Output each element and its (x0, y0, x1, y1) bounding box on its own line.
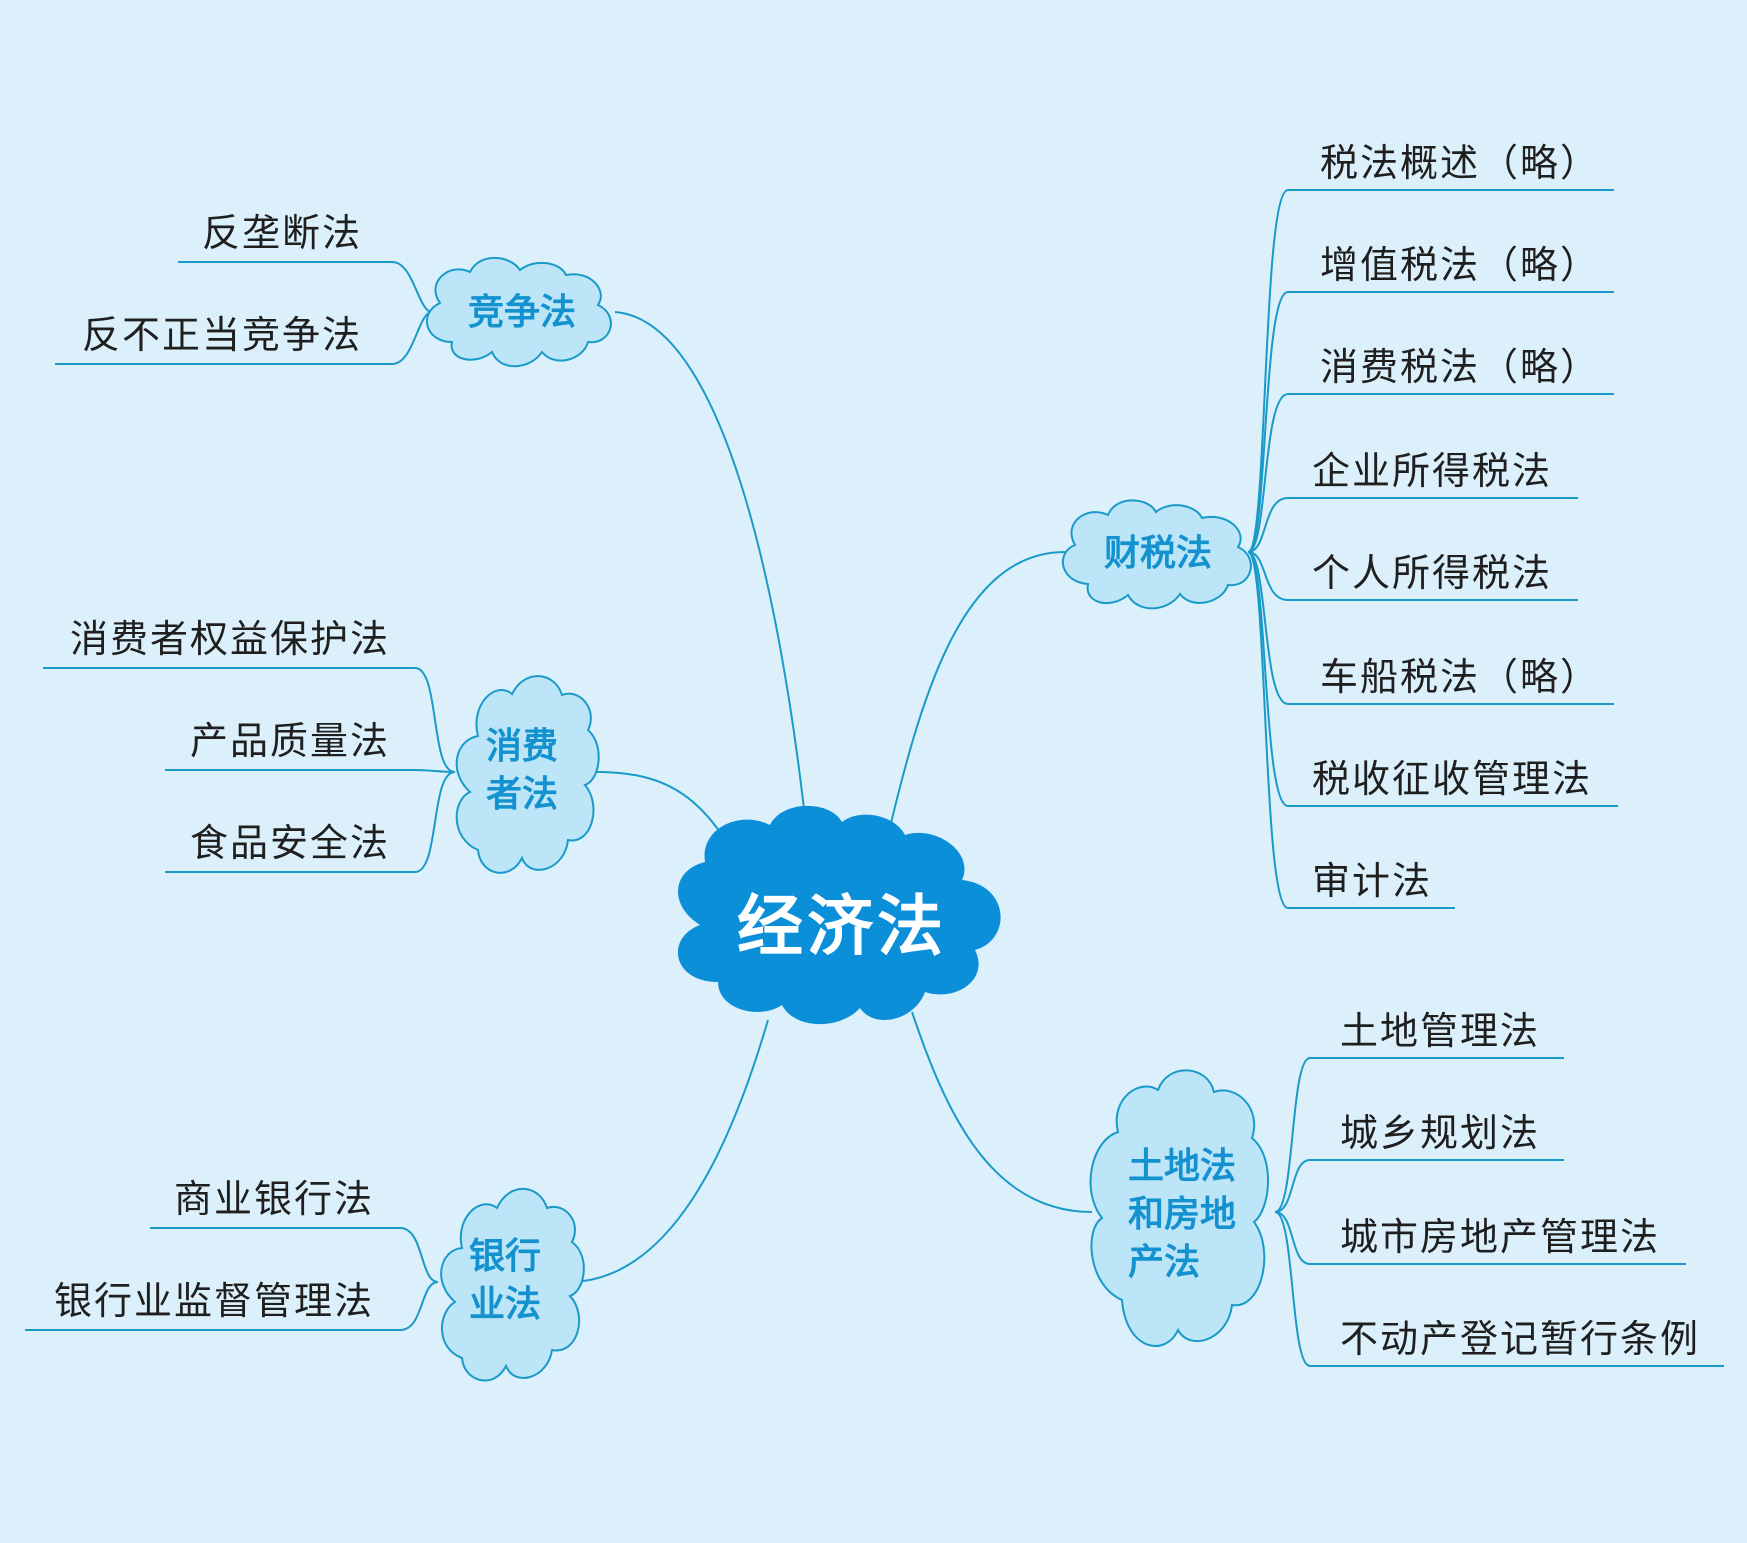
fan-line (1247, 291, 1289, 553)
leaf-label: 产品质量法 (190, 719, 390, 763)
cloud-shape (1089, 1069, 1270, 1347)
leaf-label: 消费税法（略） (1320, 345, 1600, 389)
branch-label-jingzheng: 竞争法 (468, 292, 576, 333)
leaf-label: 食品安全法 (190, 821, 390, 865)
leaf-label: 城市房地产管理法 (1340, 1215, 1660, 1259)
leaf-label: 车船税法（略） (1320, 655, 1600, 699)
branch-yinhang: 银行 业法 商业银行法 银行业监督管理法 (25, 1177, 585, 1382)
fan-line (399, 1281, 439, 1331)
fan-line (414, 771, 456, 873)
cloud-node-yinhang[interactable]: 银行 业法 (440, 1187, 585, 1382)
leaf-label: 消费者权益保护法 (70, 617, 390, 661)
branch-label-xiaofeizhe-line1: 消费 (486, 726, 558, 767)
fan-line (1247, 551, 1289, 601)
fan-line (1247, 497, 1289, 553)
root-label: 经济法 (737, 888, 947, 965)
root-node[interactable]: 经济法 (677, 805, 1001, 1025)
leaf-label: 反垄断法 (202, 211, 362, 255)
cloud-node-tudi[interactable]: 土地法 和房地 产法 (1089, 1069, 1270, 1347)
fan-line (1274, 1211, 1311, 1265)
fan-line (1247, 551, 1289, 705)
cloud-shape (455, 675, 600, 874)
fan-line (399, 1227, 439, 1283)
leaf-label: 税法概述（略） (1320, 141, 1600, 185)
branch-label-xiaofeizhe-line2: 者法 (486, 774, 558, 815)
leaf-label: 土地管理法 (1340, 1009, 1540, 1053)
connector-jingzheng (614, 311, 809, 846)
root-cloud-shape (677, 805, 1001, 1025)
branch-label-yinhang-line2: 业法 (469, 1284, 541, 1325)
cloud-node-caishui[interactable]: 财税法 (1061, 499, 1252, 610)
fan-line (414, 667, 456, 773)
cloud-shape (1061, 499, 1252, 610)
leaf-label: 城乡规划法 (1340, 1111, 1540, 1155)
branch-label-tudi-line3: 产法 (1128, 1242, 1200, 1283)
fan-line (1247, 189, 1289, 553)
leaf-label: 税收征收管理法 (1312, 757, 1592, 801)
cloud-node-xiaofeizhe[interactable]: 消费 者法 (455, 675, 600, 874)
branch-label-tudi-line1: 土地法 (1128, 1146, 1236, 1187)
leaf-label: 增值税法（略） (1320, 243, 1600, 287)
branch-label-yinhang-line1: 银行 (469, 1236, 541, 1277)
leaf-label: 反不正当竞争法 (82, 313, 362, 357)
branch-tudi: 土地法 和房地 产法 土地管理法 城乡规划法 城市房地产管理法 不动产登记暂行条… (1089, 1009, 1724, 1367)
branch-label-caishui: 财税法 (1104, 533, 1212, 574)
connector-tudi (911, 1011, 1093, 1213)
leaf-label: 不动产登记暂行条例 (1340, 1317, 1700, 1361)
branch-jingzheng: 竞争法 反垄断法 反不正当竞争法 (55, 211, 612, 368)
fan-line (1274, 1159, 1311, 1213)
branch-xiaofeizhe: 消费 者法 消费者权益保护法 产品质量法 食品安全法 (43, 617, 600, 874)
fan-line (1274, 1211, 1311, 1367)
fan-line (1274, 1057, 1311, 1213)
fan-line (1247, 551, 1289, 909)
cloud-node-jingzheng[interactable]: 竞争法 (426, 256, 612, 368)
leaf-label: 审计法 (1312, 859, 1432, 903)
leaf-label: 个人所得税法 (1312, 551, 1552, 595)
cloud-shape (426, 256, 612, 368)
connector-caishui (884, 551, 1066, 849)
fan-line (391, 261, 433, 313)
leaf-label: 商业银行法 (174, 1177, 374, 1221)
fan-line (1247, 393, 1289, 553)
leaf-label: 企业所得税法 (1312, 449, 1552, 493)
connector-yinhang (567, 1019, 769, 1283)
leaf-label: 银行业监督管理法 (54, 1279, 374, 1323)
branch-label-tudi-line2: 和房地 (1128, 1194, 1236, 1235)
branch-caishui: 财税法 税法概述（略） 增值税法（略） 消费税法（略） 企业所得税法 个人所得税… (1061, 141, 1618, 909)
cloud-shape (440, 1187, 585, 1382)
